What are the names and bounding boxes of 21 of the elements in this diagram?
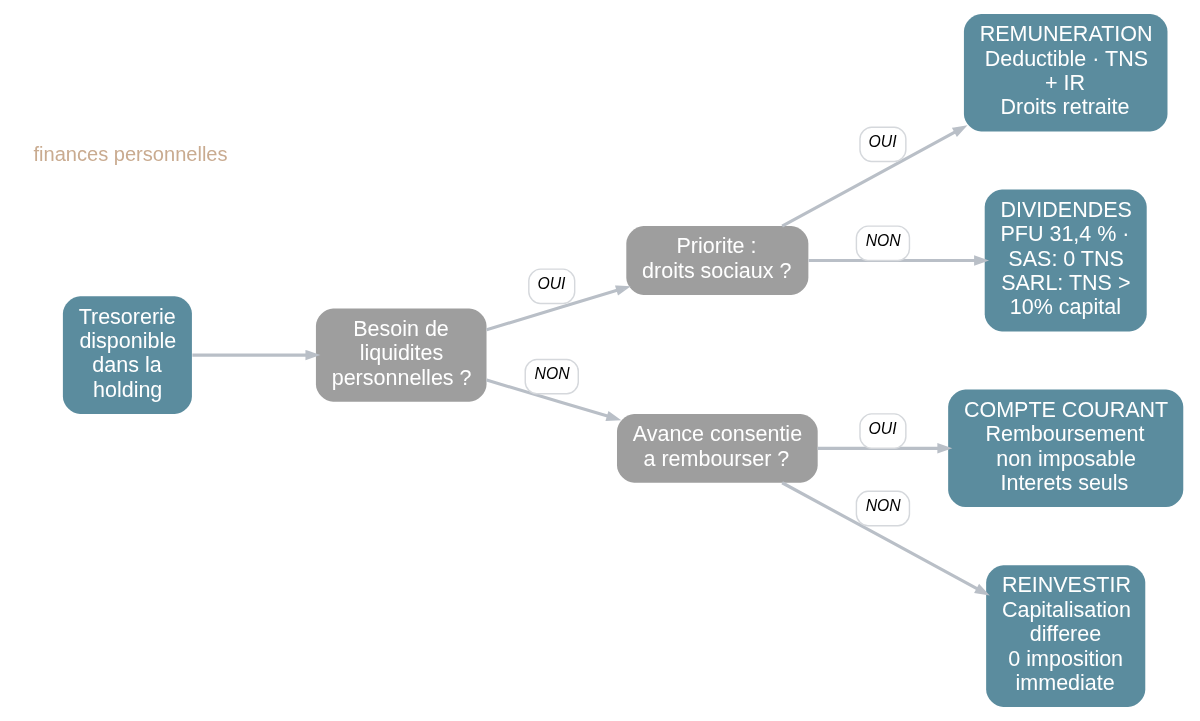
edge-label: OUI [868,132,897,150]
edge-label: NON [865,231,901,249]
node-box: Avance consentie a rembourser ? [616,413,818,483]
node-box: REMUNERATION Deductible · TNS + IR Droits retraite [963,13,1167,132]
edge-label: OUI [868,419,897,437]
arrow [817,443,952,454]
edge-label: OUI [536,274,565,292]
arrow [485,378,621,421]
arrow [780,481,990,596]
arrow [485,285,631,332]
edge-label: NON [865,497,901,515]
arrow [191,349,320,361]
node-box: COMPTE COURANT Remboursement non imposable Interets seuls [947,389,1183,508]
node-box: Besoin de liquidites personnelles ? [315,308,487,402]
node-box: REINVESTIR Capitalisation differee 0 imposition immediate [985,565,1145,708]
node-box: DIVIDENDES PFU 31,4 % · SAS: 0 TNS SARL: TNS > 10% capital [984,189,1147,332]
node-box: Priorite : droits sociaux ? [625,226,808,295]
node-box: Tresorerie disponible dans la holding [62,296,192,414]
label: finances personnelles [33,143,228,166]
edge-label: NON [534,365,570,383]
arrow [808,255,989,266]
